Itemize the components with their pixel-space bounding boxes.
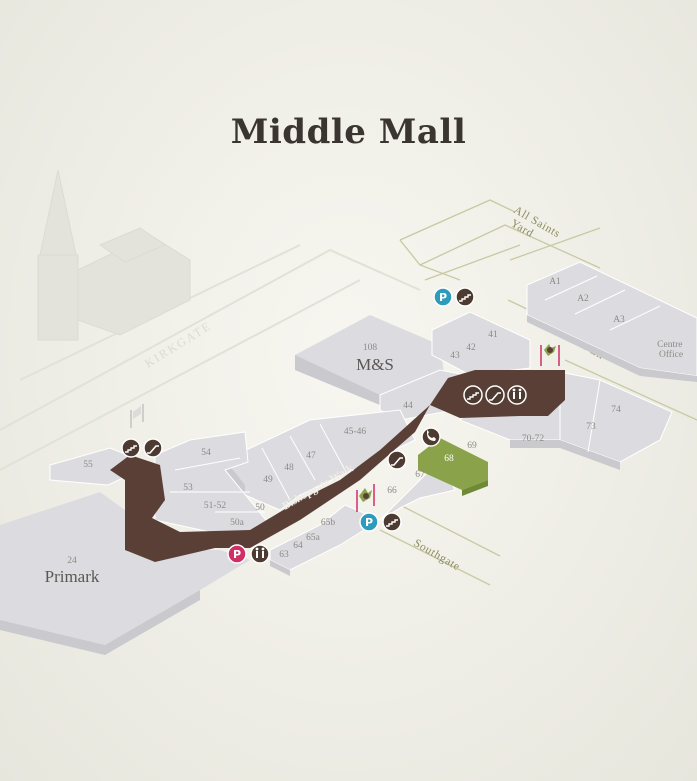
unit-50[interactable]: 50 bbox=[255, 503, 265, 513]
units-left-center bbox=[154, 431, 271, 536]
unit-ms-number: 108 bbox=[363, 343, 378, 353]
road-lines bbox=[379, 199, 697, 586]
unit-64[interactable]: 64 bbox=[293, 541, 303, 551]
unit-50a[interactable]: 50a bbox=[230, 518, 245, 528]
toilets-icon[interactable] bbox=[250, 544, 270, 564]
unit-49[interactable]: 49 bbox=[263, 475, 273, 485]
unit-primark-number: 24 bbox=[67, 556, 77, 566]
svg-text:P: P bbox=[365, 516, 373, 529]
page-title: Middle Mall bbox=[230, 112, 467, 152]
facility-icons: P bbox=[121, 287, 560, 564]
church-illustration bbox=[37, 169, 191, 341]
unit-a1[interactable]: A1 bbox=[549, 277, 561, 287]
svg-text:P: P bbox=[439, 291, 447, 304]
unit-65a[interactable]: 65a bbox=[306, 533, 321, 543]
unit-55[interactable]: 55 bbox=[83, 460, 93, 470]
unit-68[interactable]: 68 bbox=[444, 454, 454, 464]
telephone-icon[interactable] bbox=[421, 427, 441, 447]
stairs-icon[interactable] bbox=[455, 287, 475, 307]
unit-51-52[interactable]: 51-52 bbox=[204, 501, 226, 511]
unit-a2[interactable]: A2 bbox=[577, 294, 589, 304]
flag-icon bbox=[130, 404, 144, 428]
parking-icon[interactable]: P bbox=[359, 512, 379, 532]
unit-a3[interactable]: A3 bbox=[613, 315, 625, 325]
entrance-icon[interactable] bbox=[540, 344, 560, 366]
unit-70-72[interactable]: 70-72 bbox=[522, 434, 544, 444]
unit-67[interactable]: 67 bbox=[415, 470, 425, 480]
street-label-southgate: Southgate bbox=[412, 537, 463, 573]
stairs-icon[interactable] bbox=[382, 512, 402, 532]
unit-68-highlight[interactable] bbox=[418, 438, 488, 490]
escalator-icon[interactable] bbox=[485, 385, 505, 405]
parking-icon[interactable]: P bbox=[227, 544, 247, 564]
unit-53[interactable]: 53 bbox=[183, 483, 193, 493]
parking-icon[interactable]: P bbox=[433, 287, 453, 307]
unit-43[interactable]: 43 bbox=[450, 351, 460, 361]
stairs-icon[interactable] bbox=[121, 438, 141, 458]
units-a-block bbox=[526, 261, 697, 382]
unit-numbers: 41 42 43 44 45-46 47 48 49 50 50a 51-52 … bbox=[83, 277, 685, 560]
street-label-all-saints: All Saints Yard bbox=[505, 204, 565, 253]
unit-41[interactable]: 41 bbox=[488, 330, 498, 340]
unit-74[interactable]: 74 bbox=[611, 405, 621, 415]
unit-44[interactable]: 44 bbox=[403, 401, 413, 411]
unit-primark-name[interactable]: Primark bbox=[45, 567, 100, 586]
unit-63[interactable]: 63 bbox=[279, 550, 289, 560]
unit-primark-block bbox=[0, 492, 250, 655]
unit-47[interactable]: 47 bbox=[306, 451, 316, 461]
unit-centre-office[interactable]: Centre Office bbox=[657, 340, 685, 360]
escalator-icon[interactable] bbox=[143, 438, 163, 458]
svg-text:P: P bbox=[233, 548, 241, 561]
unit-69[interactable]: 69 bbox=[467, 441, 477, 451]
entrance-icon[interactable] bbox=[356, 484, 375, 512]
unit-54[interactable]: 54 bbox=[201, 448, 211, 458]
unit-ms-name[interactable]: M&S bbox=[356, 355, 394, 374]
unit-42[interactable]: 42 bbox=[466, 343, 476, 353]
unit-66[interactable]: 66 bbox=[387, 486, 397, 496]
unit-45-46[interactable]: 45-46 bbox=[344, 427, 366, 437]
unit-73[interactable]: 73 bbox=[586, 422, 596, 432]
escalator-icon[interactable] bbox=[387, 450, 407, 470]
stairs-icon[interactable] bbox=[463, 385, 483, 405]
toilets-icon[interactable] bbox=[507, 385, 527, 405]
unit-65b[interactable]: 65b bbox=[321, 518, 336, 528]
unit-ms-block bbox=[295, 315, 445, 405]
unit-48[interactable]: 48 bbox=[284, 463, 294, 473]
